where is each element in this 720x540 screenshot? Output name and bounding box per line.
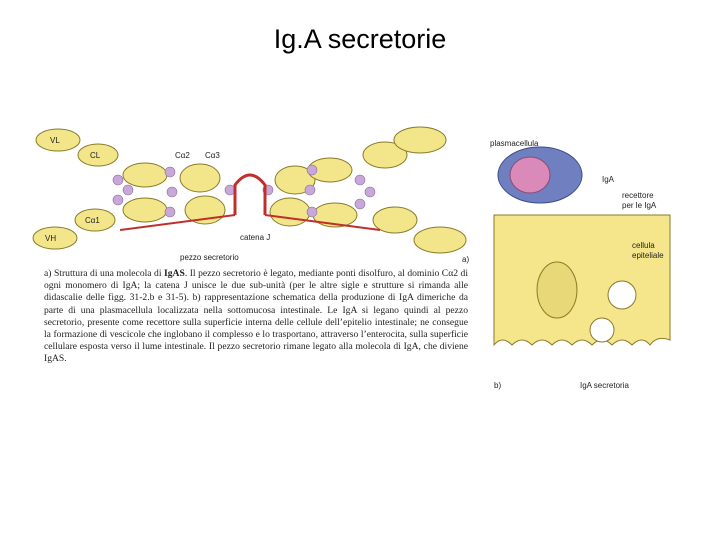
- label-plasmacellula: plasmacellula: [490, 139, 539, 148]
- label-cl: CL: [90, 151, 101, 160]
- domain-cl-right: [362, 141, 408, 169]
- epithelial-nucleus: [536, 261, 578, 319]
- vesicle: [589, 317, 615, 343]
- plasma-cell: [497, 146, 583, 204]
- domain-ca1-right: [372, 206, 418, 234]
- secretory-piece-link-left: [119, 214, 236, 231]
- label-ca2: Cα2: [175, 151, 190, 160]
- domain-vl-left: [35, 128, 81, 152]
- domain-ca3-right: [274, 165, 316, 195]
- vesicle: [607, 280, 637, 310]
- domain-vl-right: [393, 126, 447, 154]
- figure-caption: a) Struttura di una molecola di IgAS. Il…: [44, 268, 468, 366]
- secretory-piece-link-right: [264, 214, 381, 231]
- j-chain: [233, 173, 267, 215]
- slide-title: Ig.A secretorie: [273, 24, 447, 54]
- label-ca1: Cα1: [85, 216, 100, 225]
- domain-ca3-left: [179, 163, 221, 193]
- domain-ca2-left: [122, 162, 168, 188]
- label-panel-a: a): [462, 255, 469, 264]
- label-iga: IgA: [602, 175, 615, 184]
- caption-bold: IgAS: [164, 268, 185, 279]
- label-cellula-2: epiteliale: [632, 251, 664, 260]
- domain-cl-left: [77, 143, 119, 167]
- label-ca3: Cα3: [205, 151, 220, 160]
- label-iga-secretoria: IgA secretoria: [580, 381, 629, 390]
- label-recettore-2: per le IgA: [622, 201, 657, 210]
- domain-vh-right: [413, 226, 467, 254]
- domain-ca3b-right: [269, 197, 311, 227]
- label-catena-j: catena J: [240, 233, 270, 242]
- iga-structure-diagram: VL CL Cα2 Cα3 Cα1 VH catena J pezzo secr…: [32, 126, 469, 264]
- label-panel-b: b): [494, 381, 501, 390]
- domain-ca2b-left: [122, 197, 168, 223]
- caption-part-2: . Il pezzo secretorio è legato, mediante…: [44, 268, 469, 365]
- caption-part-1: a) Struttura di una molecola di: [44, 268, 165, 279]
- domain-ca1-left: [74, 208, 116, 232]
- epithelial-transport-diagram: plasmacellula IgA recettore per le IgA c…: [490, 139, 671, 390]
- label-vl: VL: [50, 136, 60, 145]
- label-pezzo-secretorio: pezzo secretorio: [180, 253, 239, 262]
- domain-vh-left: [32, 226, 78, 250]
- label-cellula-1: cellula: [632, 241, 655, 250]
- epithelium: [493, 214, 671, 347]
- iga-dimer: VL CL Cα2 Cα3 Cα1 VH catena J pezzo secr…: [32, 126, 469, 264]
- label-vh: VH: [45, 234, 56, 243]
- label-recettore-1: recettore: [622, 191, 654, 200]
